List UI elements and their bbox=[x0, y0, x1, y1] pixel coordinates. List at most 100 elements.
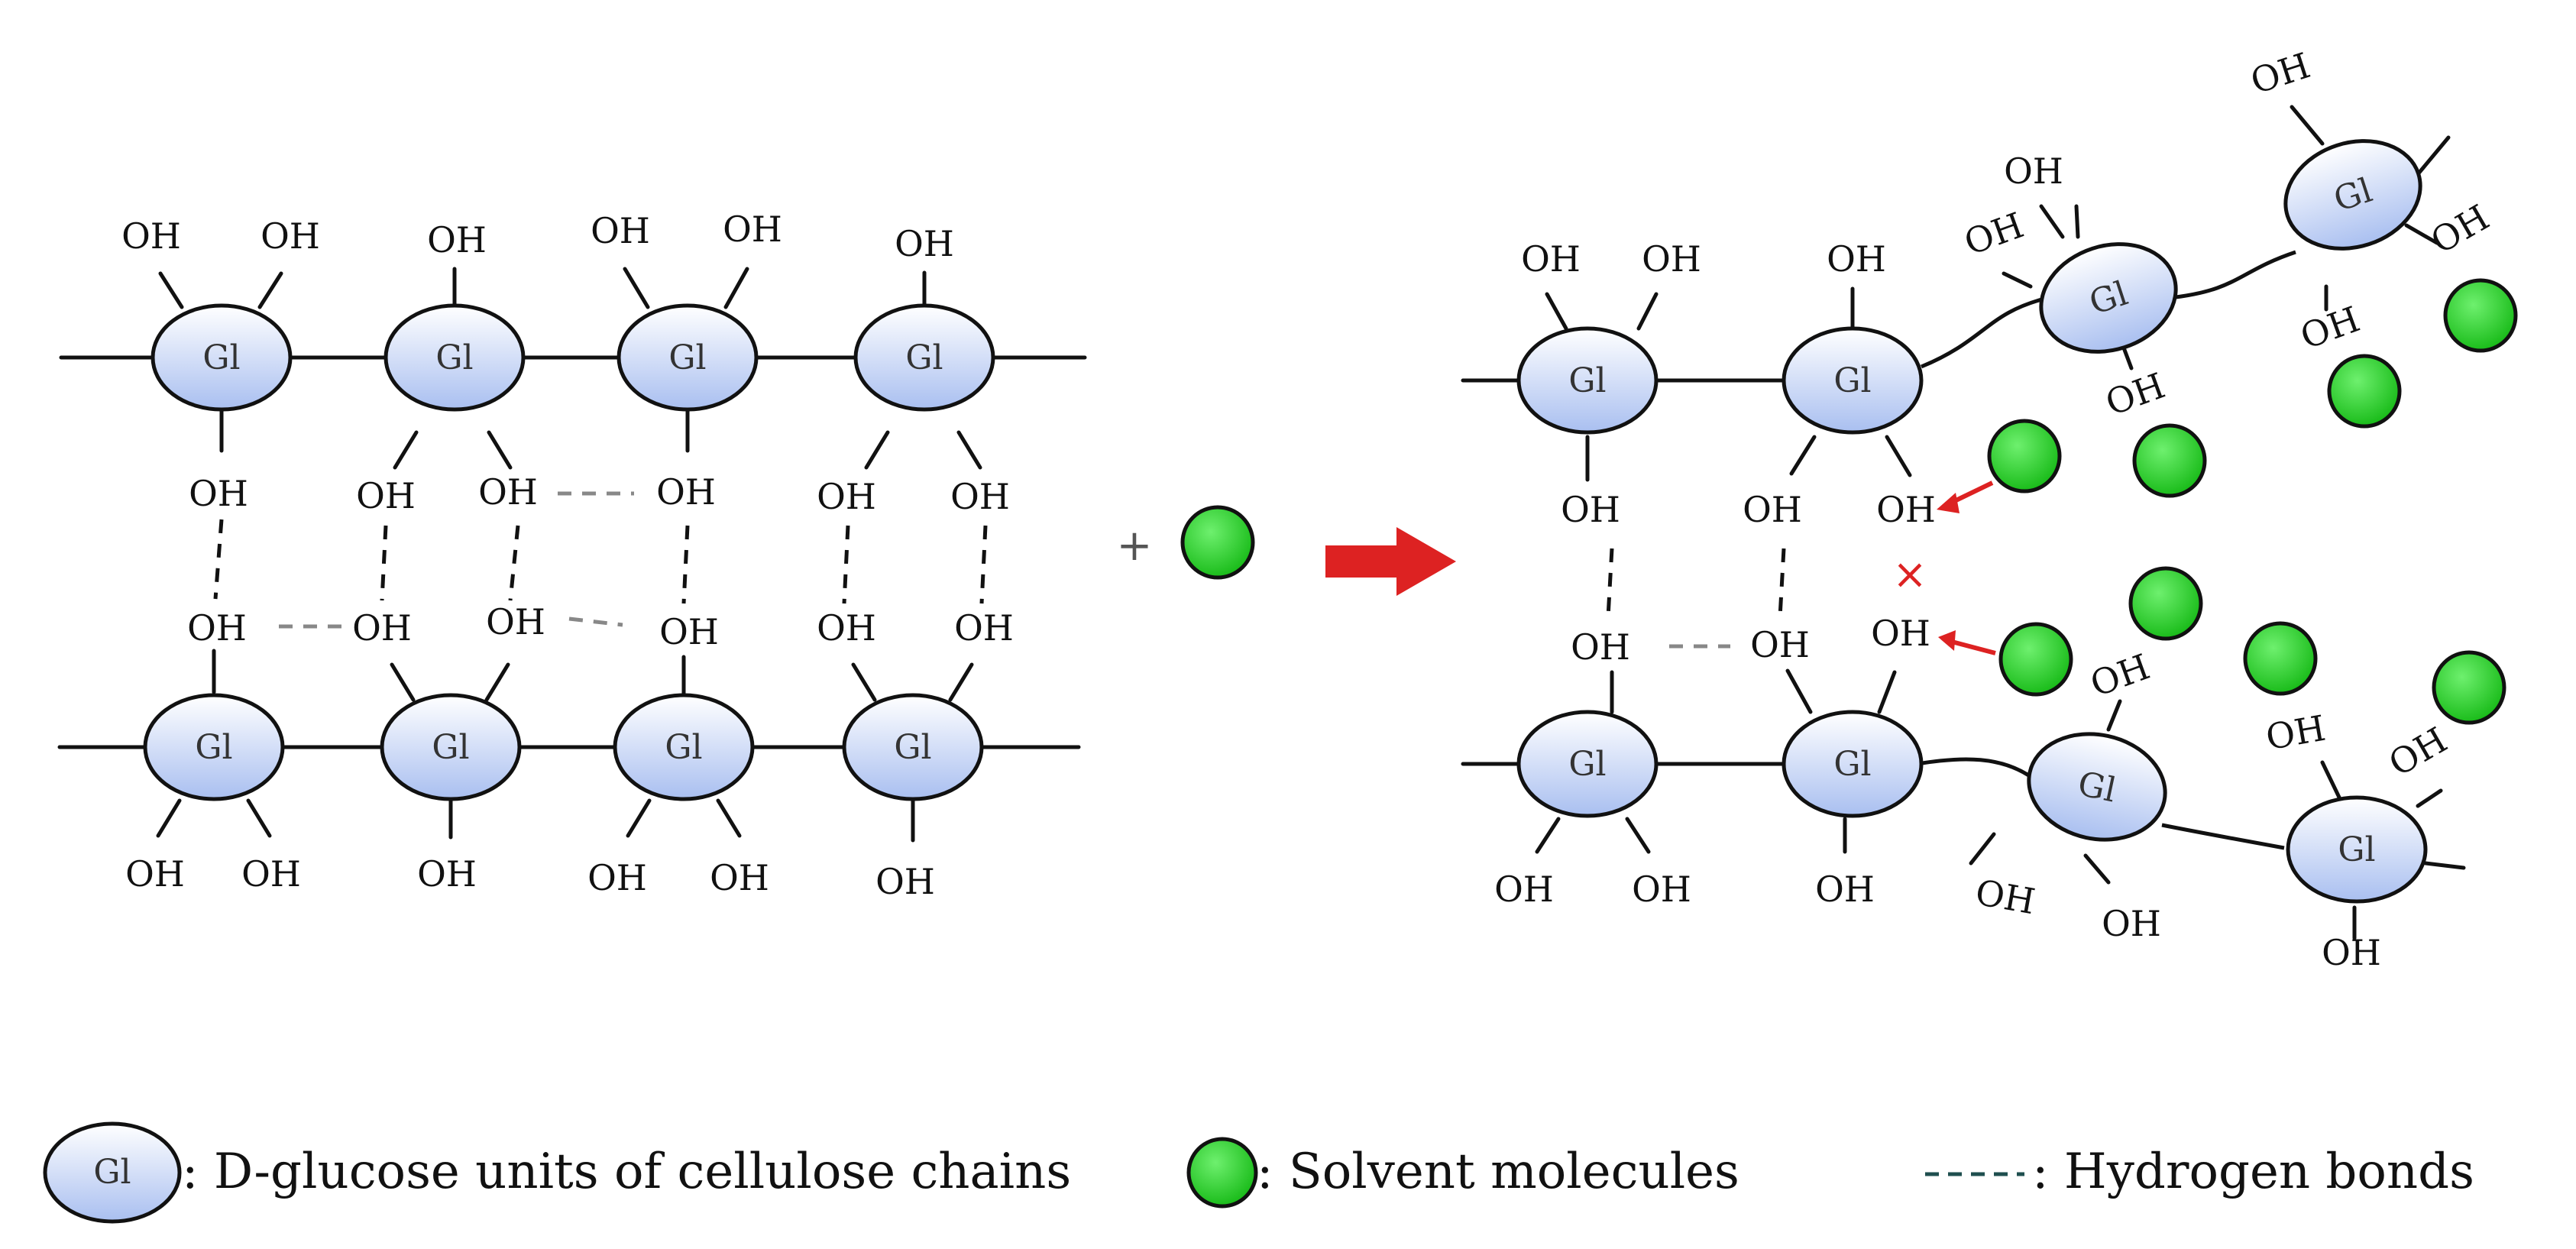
hydroxyl-labels: OH OH OH OH OH OH OH OH OH OH OH OH OH OH OH OH OH OH OH OH… bbox=[121, 44, 2496, 973]
glucose-unit-label: Gl bbox=[195, 728, 232, 767]
hydroxyl-bond bbox=[1535, 817, 1561, 854]
right-bottom-backbone bbox=[2161, 823, 2285, 850]
hydroxyl-bond bbox=[257, 271, 283, 309]
glucose-unit-label: Gl bbox=[202, 338, 240, 377]
hydroxyl-bond bbox=[1545, 292, 1568, 331]
hydroxyl-bond bbox=[2083, 853, 2111, 885]
glucose-unit-label: Gl bbox=[894, 728, 931, 767]
glucose-unit: Gl bbox=[2027, 732, 2167, 842]
hydroxyl-label: OH bbox=[417, 853, 477, 895]
hydroxyl-label: OH bbox=[1959, 204, 2029, 263]
hydrogen-bond-line bbox=[508, 525, 520, 601]
solvent-attack-arrow-head bbox=[1937, 493, 1960, 513]
legend-solvent-text: : Solvent molecules bbox=[1257, 1144, 1739, 1200]
hydroxyl-label: OH bbox=[954, 607, 1014, 649]
hydrogen-bond-line bbox=[681, 525, 690, 604]
hydroxyl-label: OH bbox=[1972, 872, 2038, 923]
glucose-unit: Gl bbox=[1782, 710, 1924, 818]
hydroxyl-label: OH bbox=[1561, 489, 1620, 530]
hydroxyl-label: OH bbox=[656, 471, 716, 513]
hydrogen-bond-line bbox=[842, 525, 850, 604]
glucose-unit: Gl bbox=[613, 693, 755, 801]
solvent-molecule bbox=[2443, 278, 2518, 353]
hydroxyl-bond bbox=[2002, 271, 2033, 289]
hydroxyl-label: OH bbox=[2295, 298, 2365, 357]
glucose-unit-shape bbox=[1782, 710, 1924, 818]
glucose-unit-shape bbox=[1782, 326, 1924, 435]
legend-glucose-item: Gl bbox=[43, 1121, 182, 1224]
glucose-unit: Gl bbox=[150, 303, 293, 412]
glucose-unit-shape bbox=[853, 303, 995, 412]
glucose-unit-label: Gl bbox=[2338, 830, 2375, 869]
hydroxyl-bond bbox=[1625, 817, 1651, 854]
hydroxyl-label: OH bbox=[356, 475, 416, 516]
glucose-unit: Gl bbox=[1782, 326, 1924, 435]
hydroxyl-bond bbox=[246, 798, 272, 838]
hydrogen-bond-line bbox=[213, 519, 224, 600]
hydroxyl-label: OH bbox=[1521, 238, 1581, 280]
glucose-unit-label: Gl bbox=[668, 338, 706, 377]
hydroxyl-bond bbox=[2416, 788, 2443, 808]
hydroxyl-bond-stubs bbox=[156, 105, 2443, 940]
glucose-unit: Gl bbox=[2039, 242, 2178, 354]
hydroxyl-bond bbox=[948, 662, 974, 702]
glucose-unit-shape bbox=[150, 303, 293, 412]
hydroxyl-bond bbox=[487, 430, 513, 470]
solvent-attack-arrow-head bbox=[1938, 630, 1956, 651]
hydroxyl-label: OH bbox=[2100, 364, 2170, 423]
hydroxyl-label: OH bbox=[587, 857, 647, 898]
hydroxyl-bond bbox=[2106, 699, 2122, 732]
hydroxyl-bond bbox=[1789, 435, 1817, 476]
right-bottom-backbone bbox=[1917, 757, 2034, 780]
glucose-unit: Gl bbox=[853, 303, 995, 412]
hydroxyl-label: OH bbox=[187, 607, 247, 649]
solvent-molecule bbox=[2432, 650, 2506, 725]
glucose-unit-shape bbox=[842, 693, 984, 801]
glucose-unit: Gl bbox=[383, 303, 526, 412]
hydroxyl-label: OH bbox=[1750, 624, 1810, 665]
hydroxyl-label: OH bbox=[2424, 196, 2496, 262]
hydroxyl-label: OH bbox=[710, 857, 769, 898]
glucose-unit-shape bbox=[2039, 242, 2178, 354]
hydroxyl-label: OH bbox=[2085, 646, 2155, 704]
reaction-arrow bbox=[1325, 527, 1456, 596]
glucose-unit-shape bbox=[616, 303, 759, 412]
hydroxyl-label: OH bbox=[659, 611, 719, 652]
hydroxyl-label: OH bbox=[1494, 869, 1554, 910]
glucose-unit-label: Gl bbox=[435, 338, 473, 377]
right-top-backbone bbox=[1921, 296, 2048, 369]
hydroxyl-label: OH bbox=[1871, 613, 1930, 654]
glucose-unit-label: Gl bbox=[905, 338, 943, 377]
hydroxyl-label: OH bbox=[352, 607, 412, 649]
solvent-molecule bbox=[2128, 566, 2203, 641]
glucose-unit-shape bbox=[613, 693, 755, 801]
right-bottom-backbone bbox=[2423, 861, 2466, 870]
glucose-unit-shape bbox=[383, 303, 526, 412]
glucose-unit-label: Gl bbox=[1568, 745, 1606, 784]
hydroxyl-label: OH bbox=[2102, 903, 2161, 944]
glucose-unit-label: Gl bbox=[1568, 361, 1606, 400]
hydroxyl-label: OH bbox=[2382, 719, 2454, 785]
glucose-unit: Gl bbox=[842, 693, 984, 801]
hydroxyl-bond bbox=[1885, 435, 1912, 477]
hydroxyl-bond bbox=[158, 271, 184, 309]
hydrogen-bond-line bbox=[380, 525, 388, 601]
hydroxyl-label: OH bbox=[427, 219, 487, 260]
glucose-unit-shape bbox=[1516, 326, 1659, 435]
hydroxyl-label: OH bbox=[2246, 44, 2315, 102]
hydroxyl-bond bbox=[626, 798, 652, 838]
legend-glucose-symbol-label: Gl bbox=[93, 1153, 131, 1192]
glucose-unit: Gl bbox=[2283, 139, 2422, 251]
glucose-unit-shape bbox=[2283, 139, 2422, 251]
hydroxyl-bond bbox=[2290, 105, 2325, 146]
hydroxyl-label: OH bbox=[241, 853, 301, 895]
hydroxyl-bond bbox=[956, 430, 982, 470]
hydrogen-bond-lines bbox=[213, 491, 1786, 649]
broken-bond-mark: × bbox=[1892, 550, 1927, 598]
solvent-molecules bbox=[1180, 278, 2518, 725]
hydroxyl-bond bbox=[1877, 670, 1897, 714]
legend-glucose-text: : D-glucose units of cellulose chains bbox=[182, 1144, 1071, 1200]
hydroxyl-label: OH bbox=[950, 476, 1010, 517]
